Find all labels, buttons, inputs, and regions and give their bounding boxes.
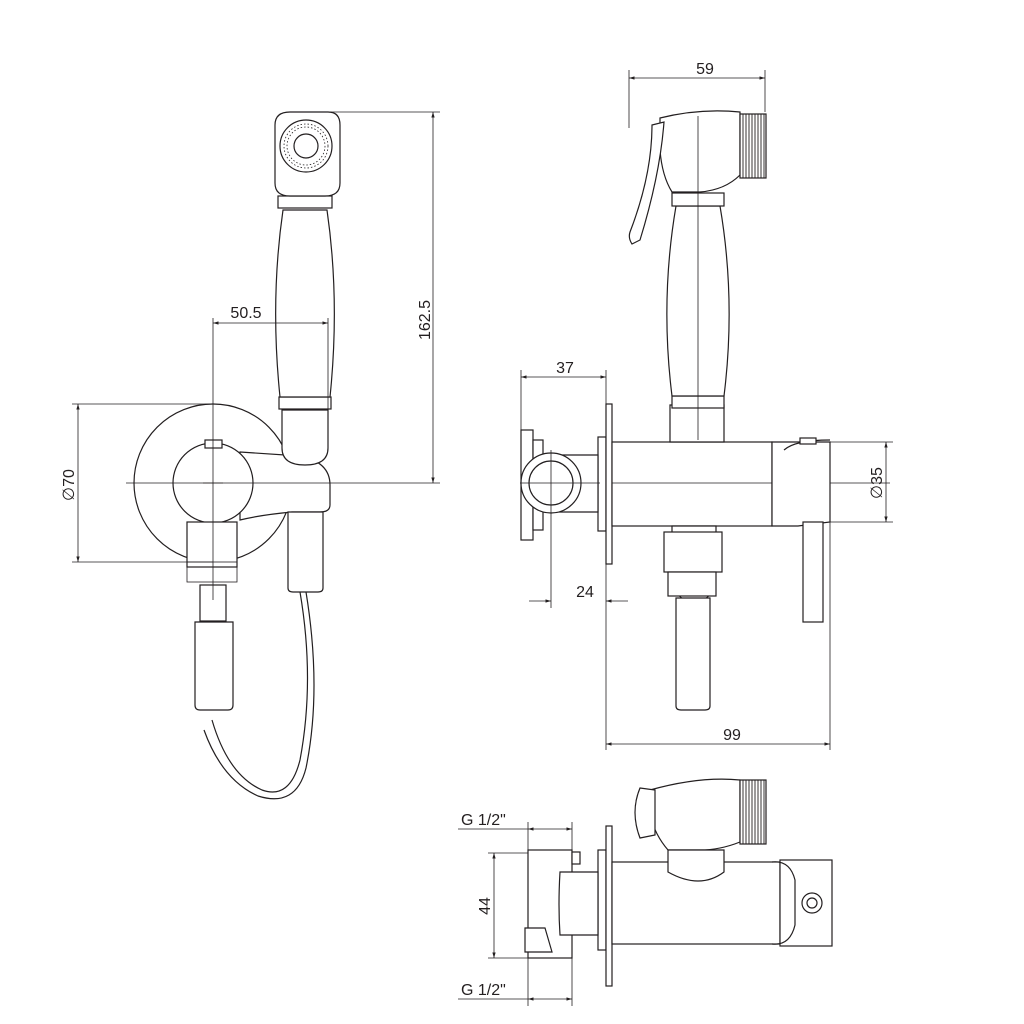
dim-label-59: 59: [696, 61, 714, 78]
side-handle-collar: [669, 404, 725, 443]
dim-depth-59: 59: [628, 61, 766, 128]
hose-connector: [287, 511, 324, 593]
dim-label-thread-top: G 1/2": [461, 812, 506, 829]
dim-label-diameter-70: ∅70: [61, 469, 78, 501]
dim-thread-bottom: G 1/2": [458, 940, 573, 1006]
top-handset: [649, 778, 741, 851]
lever-collar: [186, 521, 238, 568]
lever-handle: [194, 621, 234, 711]
dim-offset-24: 24: [529, 520, 628, 608]
dim-offset-50-5: 50.5: [213, 305, 329, 410]
side-view: [520, 110, 890, 711]
dim-thread-top: G 1/2": [458, 812, 573, 852]
side-lever: [802, 521, 824, 623]
dim-label-162-5: 162.5: [417, 300, 434, 340]
dim-diameter-70: ∅70: [61, 403, 213, 563]
side-knurled-ring: [739, 113, 767, 179]
dim-depth-99: 99: [605, 522, 831, 750]
body-bar: [611, 441, 773, 527]
dim-label-50-5: 50.5: [230, 305, 261, 322]
valve-top-tab: [204, 439, 223, 449]
dim-diameter-35: ∅35: [830, 441, 893, 523]
top-knurled-ring: [739, 779, 767, 845]
dim-depth-37: 37: [520, 360, 607, 430]
bracket-head: [771, 441, 831, 527]
handle-grip: [275, 209, 335, 398]
dim-label-thread-bottom: G 1/2": [461, 982, 506, 999]
handle-lower-collar: [281, 409, 329, 466]
holder-bracket: [239, 451, 331, 521]
dim-label-99: 99: [723, 727, 741, 744]
dim-height-162-5: 162.5: [306, 111, 440, 483]
side-hose: [675, 597, 711, 711]
top-view: [524, 778, 833, 987]
wall-plate: [597, 436, 607, 532]
hose-loop: [203, 591, 315, 800]
side-spray-head: [659, 110, 741, 193]
dim-label-diameter-35: ∅35: [869, 467, 886, 499]
dim-label-44: 44: [477, 897, 494, 915]
dim-label-37: 37: [556, 360, 574, 377]
side-trigger: [628, 121, 665, 245]
top-wall-plate: [597, 849, 607, 951]
front-view: [126, 111, 440, 800]
dim-label-24: 24: [576, 584, 594, 601]
dim-width-44: 44: [477, 852, 528, 959]
top-outlet-port: [801, 892, 823, 914]
